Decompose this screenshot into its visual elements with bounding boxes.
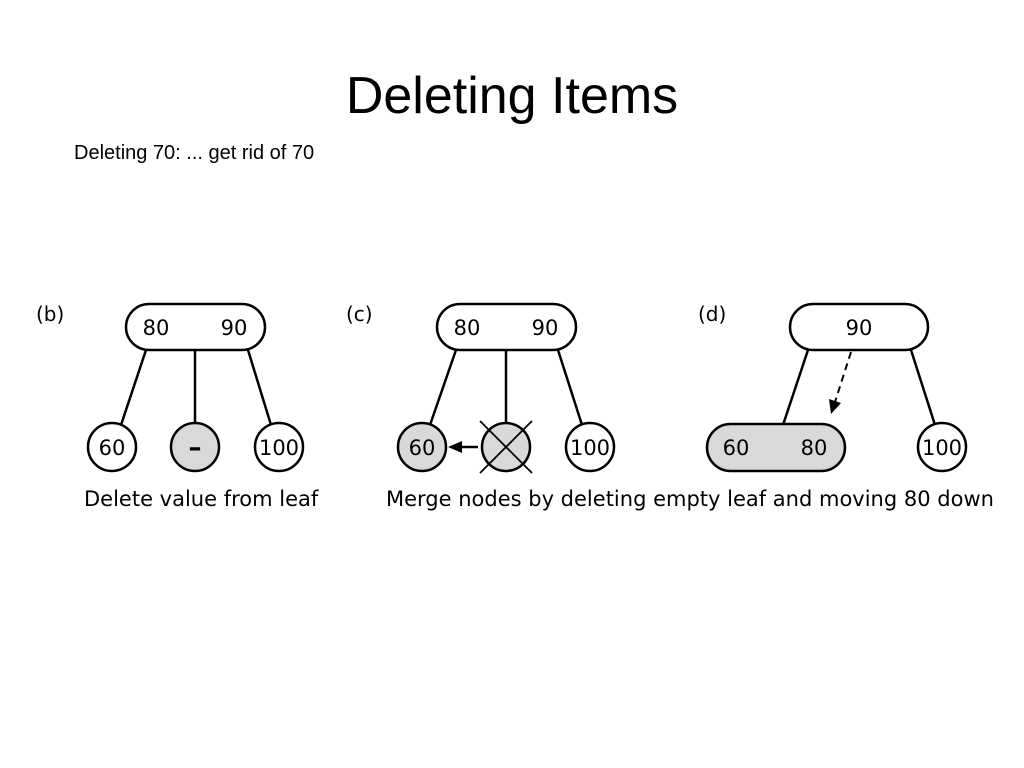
node-b-leaf-left <box>86 421 138 473</box>
panel-d-label: (d) <box>698 302 726 326</box>
node-c-root <box>435 302 578 352</box>
node-b-leaf-right <box>253 421 305 473</box>
panel-b: (b) 80 90 60 – 100 Delete value from lea… <box>36 302 319 511</box>
slide-title: Deleting Items <box>345 67 679 125</box>
node-b-leaf-right-value: 100 <box>259 436 299 460</box>
merge-arrow-head <box>448 441 462 453</box>
deleted-cross-icon <box>479 420 533 474</box>
edge-d-left <box>781 349 810 426</box>
node-d-leaf-merged-value-right: 80 <box>801 436 828 460</box>
slide-subtitle: Deleting 70: ... get rid of 70 <box>74 142 315 164</box>
panel-b-label: (b) <box>36 302 64 326</box>
panel-b-caption: Delete value from leaf <box>84 487 319 511</box>
move-down-arrow-shaft <box>834 351 852 403</box>
node-c-leaf-left-value: 60 <box>409 436 436 460</box>
node-d-leaf-right-value: 100 <box>922 436 962 460</box>
edge-b-right <box>246 349 273 426</box>
node-c-root-value-right: 90 <box>532 316 559 340</box>
node-b-root-value-left: 80 <box>143 316 170 340</box>
node-d-leaf-merged <box>705 422 847 473</box>
edge-c-left <box>428 349 458 426</box>
node-d-leaf-merged-value-left: 60 <box>723 436 750 460</box>
node-d-root-value: 90 <box>846 316 873 340</box>
edge-b-left <box>119 349 148 426</box>
node-b-leaf-left-value: 60 <box>99 436 126 460</box>
node-b-leaf-middle-dash: – <box>189 433 202 463</box>
node-b-root-value-right: 90 <box>221 316 248 340</box>
edge-d-right <box>909 349 937 426</box>
node-c-leaf-left <box>396 421 448 473</box>
node-d-root <box>788 302 930 352</box>
merge-caption: Merge nodes by deleting empty leaf and m… <box>386 487 994 511</box>
node-d-leaf-right <box>916 421 968 473</box>
move-down-arrow-head <box>829 399 841 414</box>
node-b-leaf-middle-empty <box>169 421 221 473</box>
panel-c-label: (c) <box>346 302 373 326</box>
node-c-leaf-right <box>564 421 616 473</box>
panel-d: (d) 90 60 80 100 <box>698 302 968 473</box>
node-c-leaf-right-value: 100 <box>570 436 610 460</box>
node-c-root-value-left: 80 <box>454 316 481 340</box>
edge-c-right <box>556 349 584 426</box>
panel-c: (c) 80 90 60 100 <box>346 302 616 474</box>
node-b-root <box>124 302 267 352</box>
